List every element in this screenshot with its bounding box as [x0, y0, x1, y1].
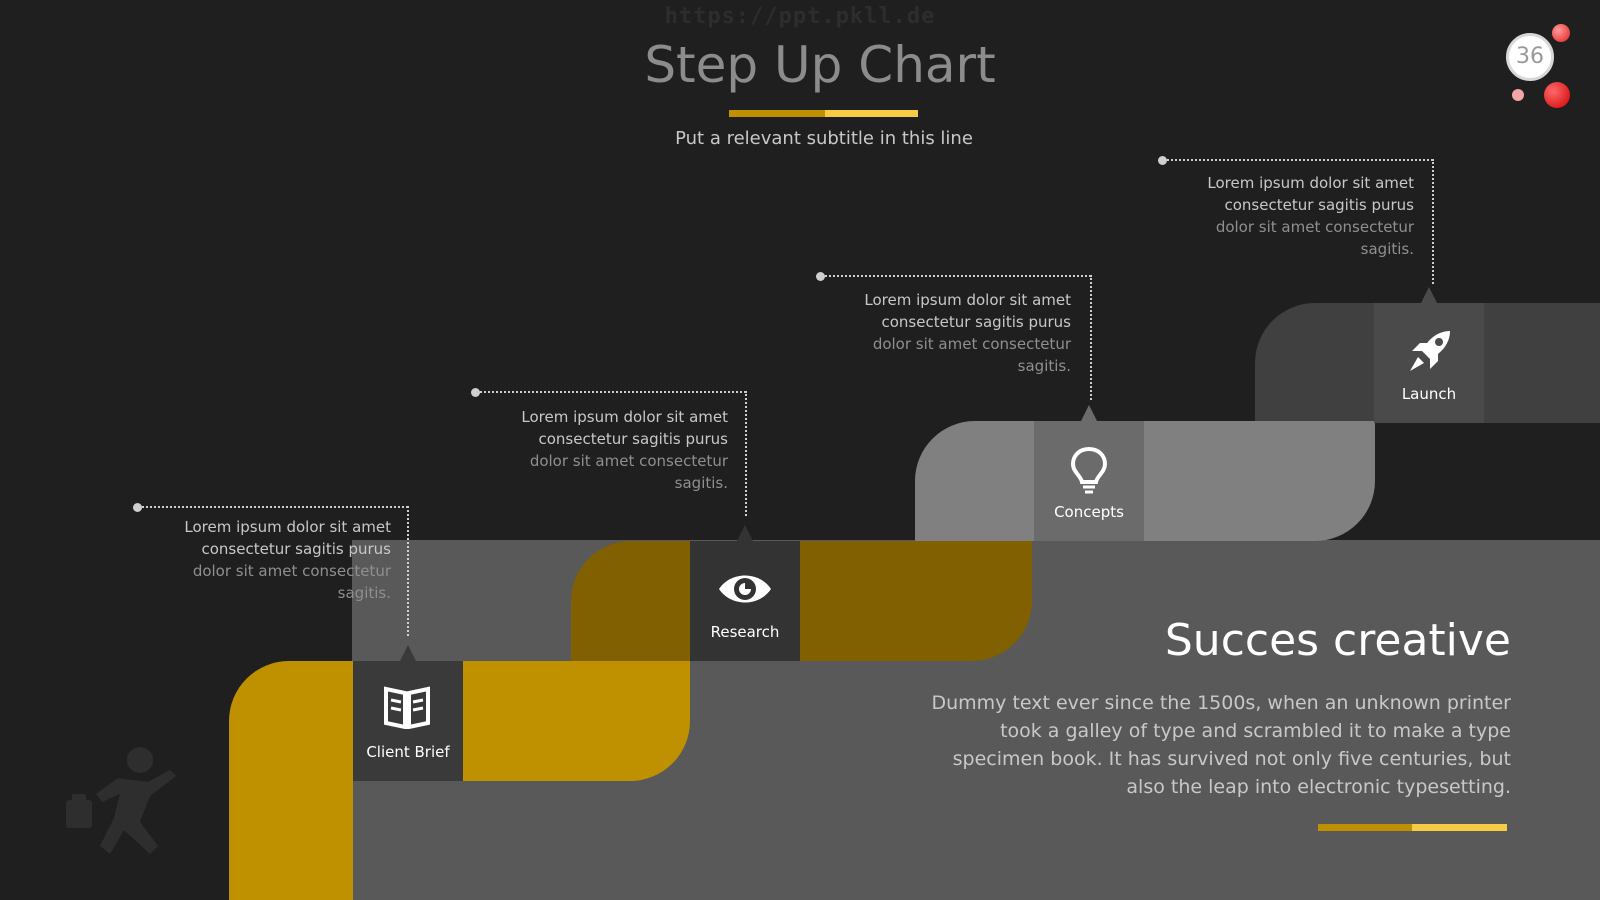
page-subtitle: Put a relevant subtitle in this line — [675, 128, 973, 149]
title-underline — [729, 110, 918, 117]
running-man-icon — [66, 747, 176, 854]
client-brief-box[interactable]: Client Brief — [353, 645, 463, 781]
success-underline — [1318, 824, 1507, 831]
step-research — [571, 541, 1032, 661]
callout-client-brief: Lorem ipsum dolor sit amet consectetur s… — [184, 518, 391, 602]
eye-icon — [719, 575, 771, 603]
research-label: Research — [710, 623, 780, 641]
watermark: https://ppt.pkll.de — [664, 4, 936, 29]
page-title: Step Up Chart — [644, 36, 996, 94]
book-icon — [384, 686, 430, 729]
step-client-brief-riser — [229, 720, 353, 900]
concepts-label: Concepts — [1054, 503, 1124, 521]
page-number-badge: 36 — [1506, 33, 1554, 81]
callout-concepts: Lorem ipsum dolor sit amet consectetur s… — [864, 291, 1071, 375]
concepts-box[interactable]: Concepts — [1034, 405, 1144, 541]
launch-box[interactable]: Launch — [1374, 287, 1484, 423]
client-brief-label: Client Brief — [366, 743, 450, 761]
success-title: Succes creative — [1164, 615, 1511, 666]
lightbulb-icon — [1070, 446, 1108, 494]
callout-research: Lorem ipsum dolor sit amet consectetur s… — [521, 408, 728, 492]
callout-launch: Lorem ipsum dolor sit amet consectetur s… — [1207, 174, 1414, 258]
research-box[interactable]: Research — [690, 525, 800, 661]
launch-label: Launch — [1401, 385, 1457, 403]
rocket-icon — [1410, 331, 1450, 371]
success-body: Dummy text ever since the 1500s, when an… — [931, 692, 1511, 798]
step-concepts — [915, 421, 1375, 541]
